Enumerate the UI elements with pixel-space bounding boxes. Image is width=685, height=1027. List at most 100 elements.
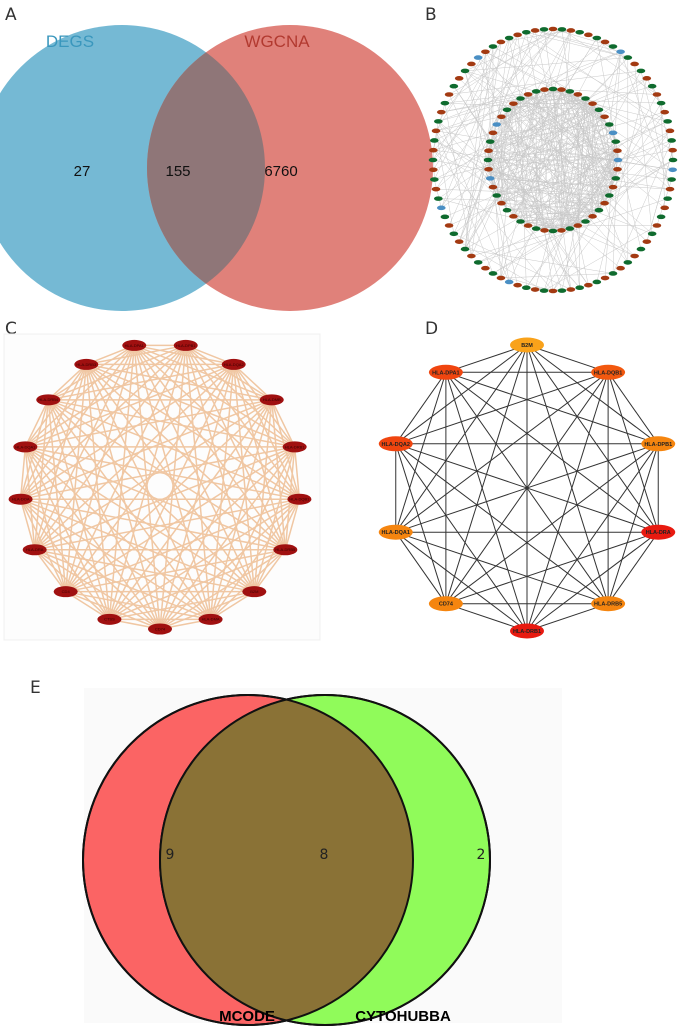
network-c-edge (253, 549, 286, 593)
network-b-node (502, 207, 512, 213)
network-c-edge (233, 363, 296, 448)
network-b-edge (526, 150, 618, 288)
network-c-edge (34, 363, 235, 551)
network-d-edge (526, 344, 659, 533)
network-b-edge (496, 89, 562, 125)
network-b-edge (500, 273, 614, 279)
network-c-edge (19, 498, 67, 593)
network-b-edge (640, 70, 671, 190)
network-c-edge (47, 344, 135, 401)
network-d-node (378, 524, 413, 540)
network-b-node (444, 223, 454, 228)
network-b-node (496, 275, 506, 281)
network-b-node (600, 200, 609, 206)
network-b-edge (592, 103, 673, 151)
network-b-edge (496, 98, 586, 125)
network-c-node (22, 544, 47, 556)
network-c-edge (48, 399, 295, 448)
network-c-edge (47, 399, 111, 620)
network-b-node (492, 193, 502, 198)
network-c-edges (19, 344, 301, 630)
network-d-edge (395, 531, 447, 604)
network-b-node (504, 35, 514, 41)
network-b-node (488, 130, 498, 136)
network-b-node (575, 285, 585, 291)
network-c-edge (20, 446, 295, 500)
venn-a-left-only-count: 27 (74, 163, 91, 180)
network-b-node (521, 285, 531, 291)
network-b-node (647, 83, 657, 89)
network-b-edge (552, 130, 671, 292)
network-d-node-label: HLA-DPB1 (644, 442, 672, 448)
network-c-node (221, 358, 246, 370)
network-c-edge (24, 446, 212, 620)
network-c-node (8, 493, 33, 505)
venn-a-left-title: DEGS (46, 32, 94, 51)
network-b-node (502, 107, 512, 113)
venn-e-left-only-count: 9 (166, 847, 175, 863)
network-b-edge (433, 34, 518, 170)
network-c-edge (85, 364, 161, 630)
network-b-edge (478, 198, 668, 263)
network-b-edge (544, 89, 616, 179)
network-c-node-label: HLA-DQA2 (224, 362, 245, 367)
network-d-node-label: HLA-DPA1 (432, 370, 459, 376)
panel-e-label: E (30, 678, 41, 698)
network-b-edge (492, 132, 537, 229)
network-c-edge (25, 446, 300, 500)
network-b-node (613, 157, 623, 163)
network-b-edge (492, 46, 578, 95)
network-b-node (430, 177, 439, 182)
network-d-edge (445, 531, 659, 605)
network-d-edge (445, 371, 659, 445)
network-c-edge (65, 591, 110, 620)
network-b-edge (433, 150, 435, 180)
network-c-node-label: HLA-DQA1 (15, 444, 36, 449)
network-b-edge (585, 98, 600, 211)
network-d-edge (395, 531, 528, 632)
network-c-node (148, 623, 172, 635)
network-b-node (497, 200, 506, 206)
network-b-edge (477, 57, 572, 290)
network-b-edge (464, 89, 545, 250)
network-b-edge (487, 159, 518, 286)
network-c-edge (34, 399, 273, 551)
network-b-edge (435, 130, 673, 171)
network-b-edge (508, 103, 593, 283)
network-b-node (588, 101, 597, 106)
network-b-node (454, 239, 464, 244)
network-d-edge (445, 344, 528, 373)
network-b-edge (435, 88, 554, 190)
network-c-edge (34, 498, 300, 551)
network-b-node (608, 271, 618, 276)
network-c-edge (19, 344, 135, 500)
network-b-node (548, 228, 558, 234)
network-b-edge (585, 98, 610, 196)
network-b-edge (561, 29, 571, 92)
network-d-edge (395, 344, 528, 533)
network-b-edge (596, 37, 662, 104)
network-b-node (600, 39, 610, 45)
network-c-edge (34, 549, 110, 620)
network-d-edge (395, 371, 609, 445)
network-b-edge (432, 41, 502, 161)
network-b-edge (496, 41, 606, 125)
network-c-node (198, 613, 223, 625)
network-b-edge (501, 116, 571, 229)
network-b-edge (513, 103, 616, 179)
network-c-edge (271, 399, 296, 448)
network-d-edge (395, 372, 447, 533)
network-b-edge (544, 150, 618, 231)
network-b-node (656, 214, 666, 220)
venn-a-overlap-count: 155 (165, 163, 190, 180)
network-c-edge (34, 446, 295, 551)
network-b-edge (615, 103, 662, 179)
venn-a-right-only-count: 6760 (264, 163, 297, 180)
panel-d-label: D (425, 319, 438, 339)
network-b-edge (609, 169, 618, 196)
network-b-node (440, 100, 450, 106)
panel-a-label: A (5, 5, 17, 25)
network-b-edge (433, 149, 494, 188)
network-b-edge (471, 63, 647, 242)
network-b-node (531, 89, 541, 94)
